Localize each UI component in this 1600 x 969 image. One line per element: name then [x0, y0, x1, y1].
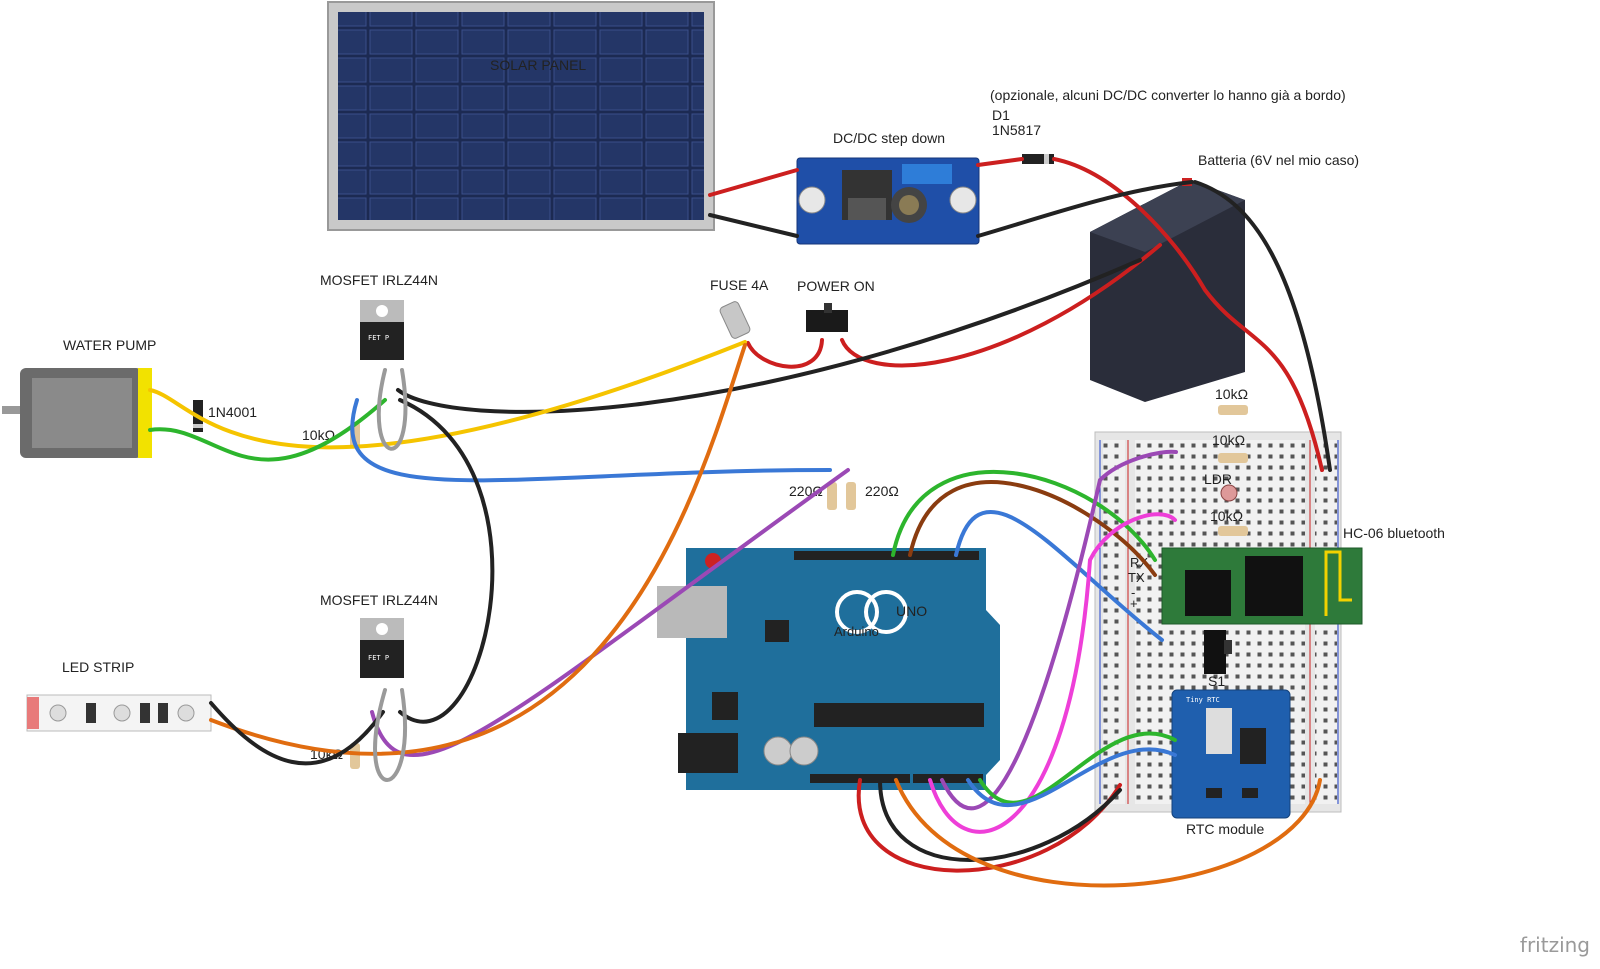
power-on-label: POWER ON: [797, 278, 875, 294]
hc06-plus-label: +: [1130, 596, 1138, 611]
diode-pump-label: 1N4001: [208, 404, 257, 420]
bb-res3-label: 10kΩ: [1210, 508, 1243, 524]
arduino-logo-label: UNO: [896, 603, 927, 619]
rtc-module: Tiny RTC RTC module: [1171, 689, 1291, 837]
wires: [148, 157, 1332, 888]
hc06-tx-label: TX: [1128, 570, 1145, 585]
r220-right-label: 220Ω: [865, 483, 899, 499]
led-strip-label: LED STRIP: [62, 659, 134, 675]
d1-part-label: 1N5817: [992, 122, 1041, 138]
resistor-220-right: 220Ω: [846, 482, 899, 510]
svg-text:FET P: FET P: [368, 334, 389, 342]
svg-text:FET P: FET P: [368, 654, 389, 662]
dcdc-converter: DC/DC step down: [796, 130, 980, 245]
led-strip: LED STRIP: [26, 659, 212, 732]
mosfet-bottom: FET P MOSFET IRLZ44N: [320, 592, 438, 678]
rtc-title: Tiny RTC: [1186, 696, 1220, 704]
bb-res2-label: 10kΩ: [1212, 432, 1245, 448]
switch-s1: S1: [1204, 630, 1232, 689]
mosfet-top: FET P MOSFET IRLZ44N: [320, 272, 438, 360]
arduino-name-label: Arduino: [834, 624, 879, 639]
battery: Batteria (6V nel mio caso): [1090, 152, 1359, 402]
diode-1n4001: 1N4001: [193, 400, 257, 432]
bb-res1-label: 10kΩ: [1215, 386, 1248, 402]
bb-ldr: LDR: [1204, 471, 1238, 502]
diode-d1: [1022, 154, 1054, 164]
rtc-label: RTC module: [1186, 821, 1265, 837]
battery-label: Batteria (6V nel mio caso): [1198, 152, 1359, 168]
water-pump-label: WATER PUMP: [63, 337, 156, 353]
hc06-minus-label: -: [1131, 585, 1135, 600]
bb-ldr-label: LDR: [1204, 471, 1232, 487]
fritzing-logo: fritzing: [1520, 933, 1590, 957]
res-top-label: 10kΩ: [302, 427, 335, 443]
dcdc-label: DC/DC step down: [833, 130, 945, 146]
fuse: FUSE 4A: [710, 277, 769, 339]
bb-resistor-2: 10kΩ: [1212, 432, 1248, 463]
solar-panel: SOLAR PANEL: [327, 1, 715, 231]
arduino-uno: UNO Arduino: [657, 548, 1000, 790]
water-pump: WATER PUMP: [2, 337, 156, 458]
fuse-label: FUSE 4A: [710, 277, 769, 293]
optional-note: (opzionale, alcuni DC/DC converter lo ha…: [990, 87, 1346, 103]
bb-resistor-3: 10kΩ: [1210, 508, 1248, 536]
mosfet-bottom-label: MOSFET IRLZ44N: [320, 592, 438, 608]
hc06-label: HC-06 bluetooth: [1343, 525, 1445, 541]
power-switch: POWER ON: [797, 278, 875, 332]
solar-panel-label: SOLAR PANEL: [490, 57, 586, 73]
d1-label: D1: [992, 107, 1010, 123]
bb-resistor-1: 10kΩ: [1215, 386, 1248, 415]
hc06-module: HC-06 bluetooth RX TX - +: [1128, 525, 1445, 625]
switch-s1-label: S1: [1208, 673, 1225, 689]
mosfet-top-label: MOSFET IRLZ44N: [320, 272, 438, 288]
